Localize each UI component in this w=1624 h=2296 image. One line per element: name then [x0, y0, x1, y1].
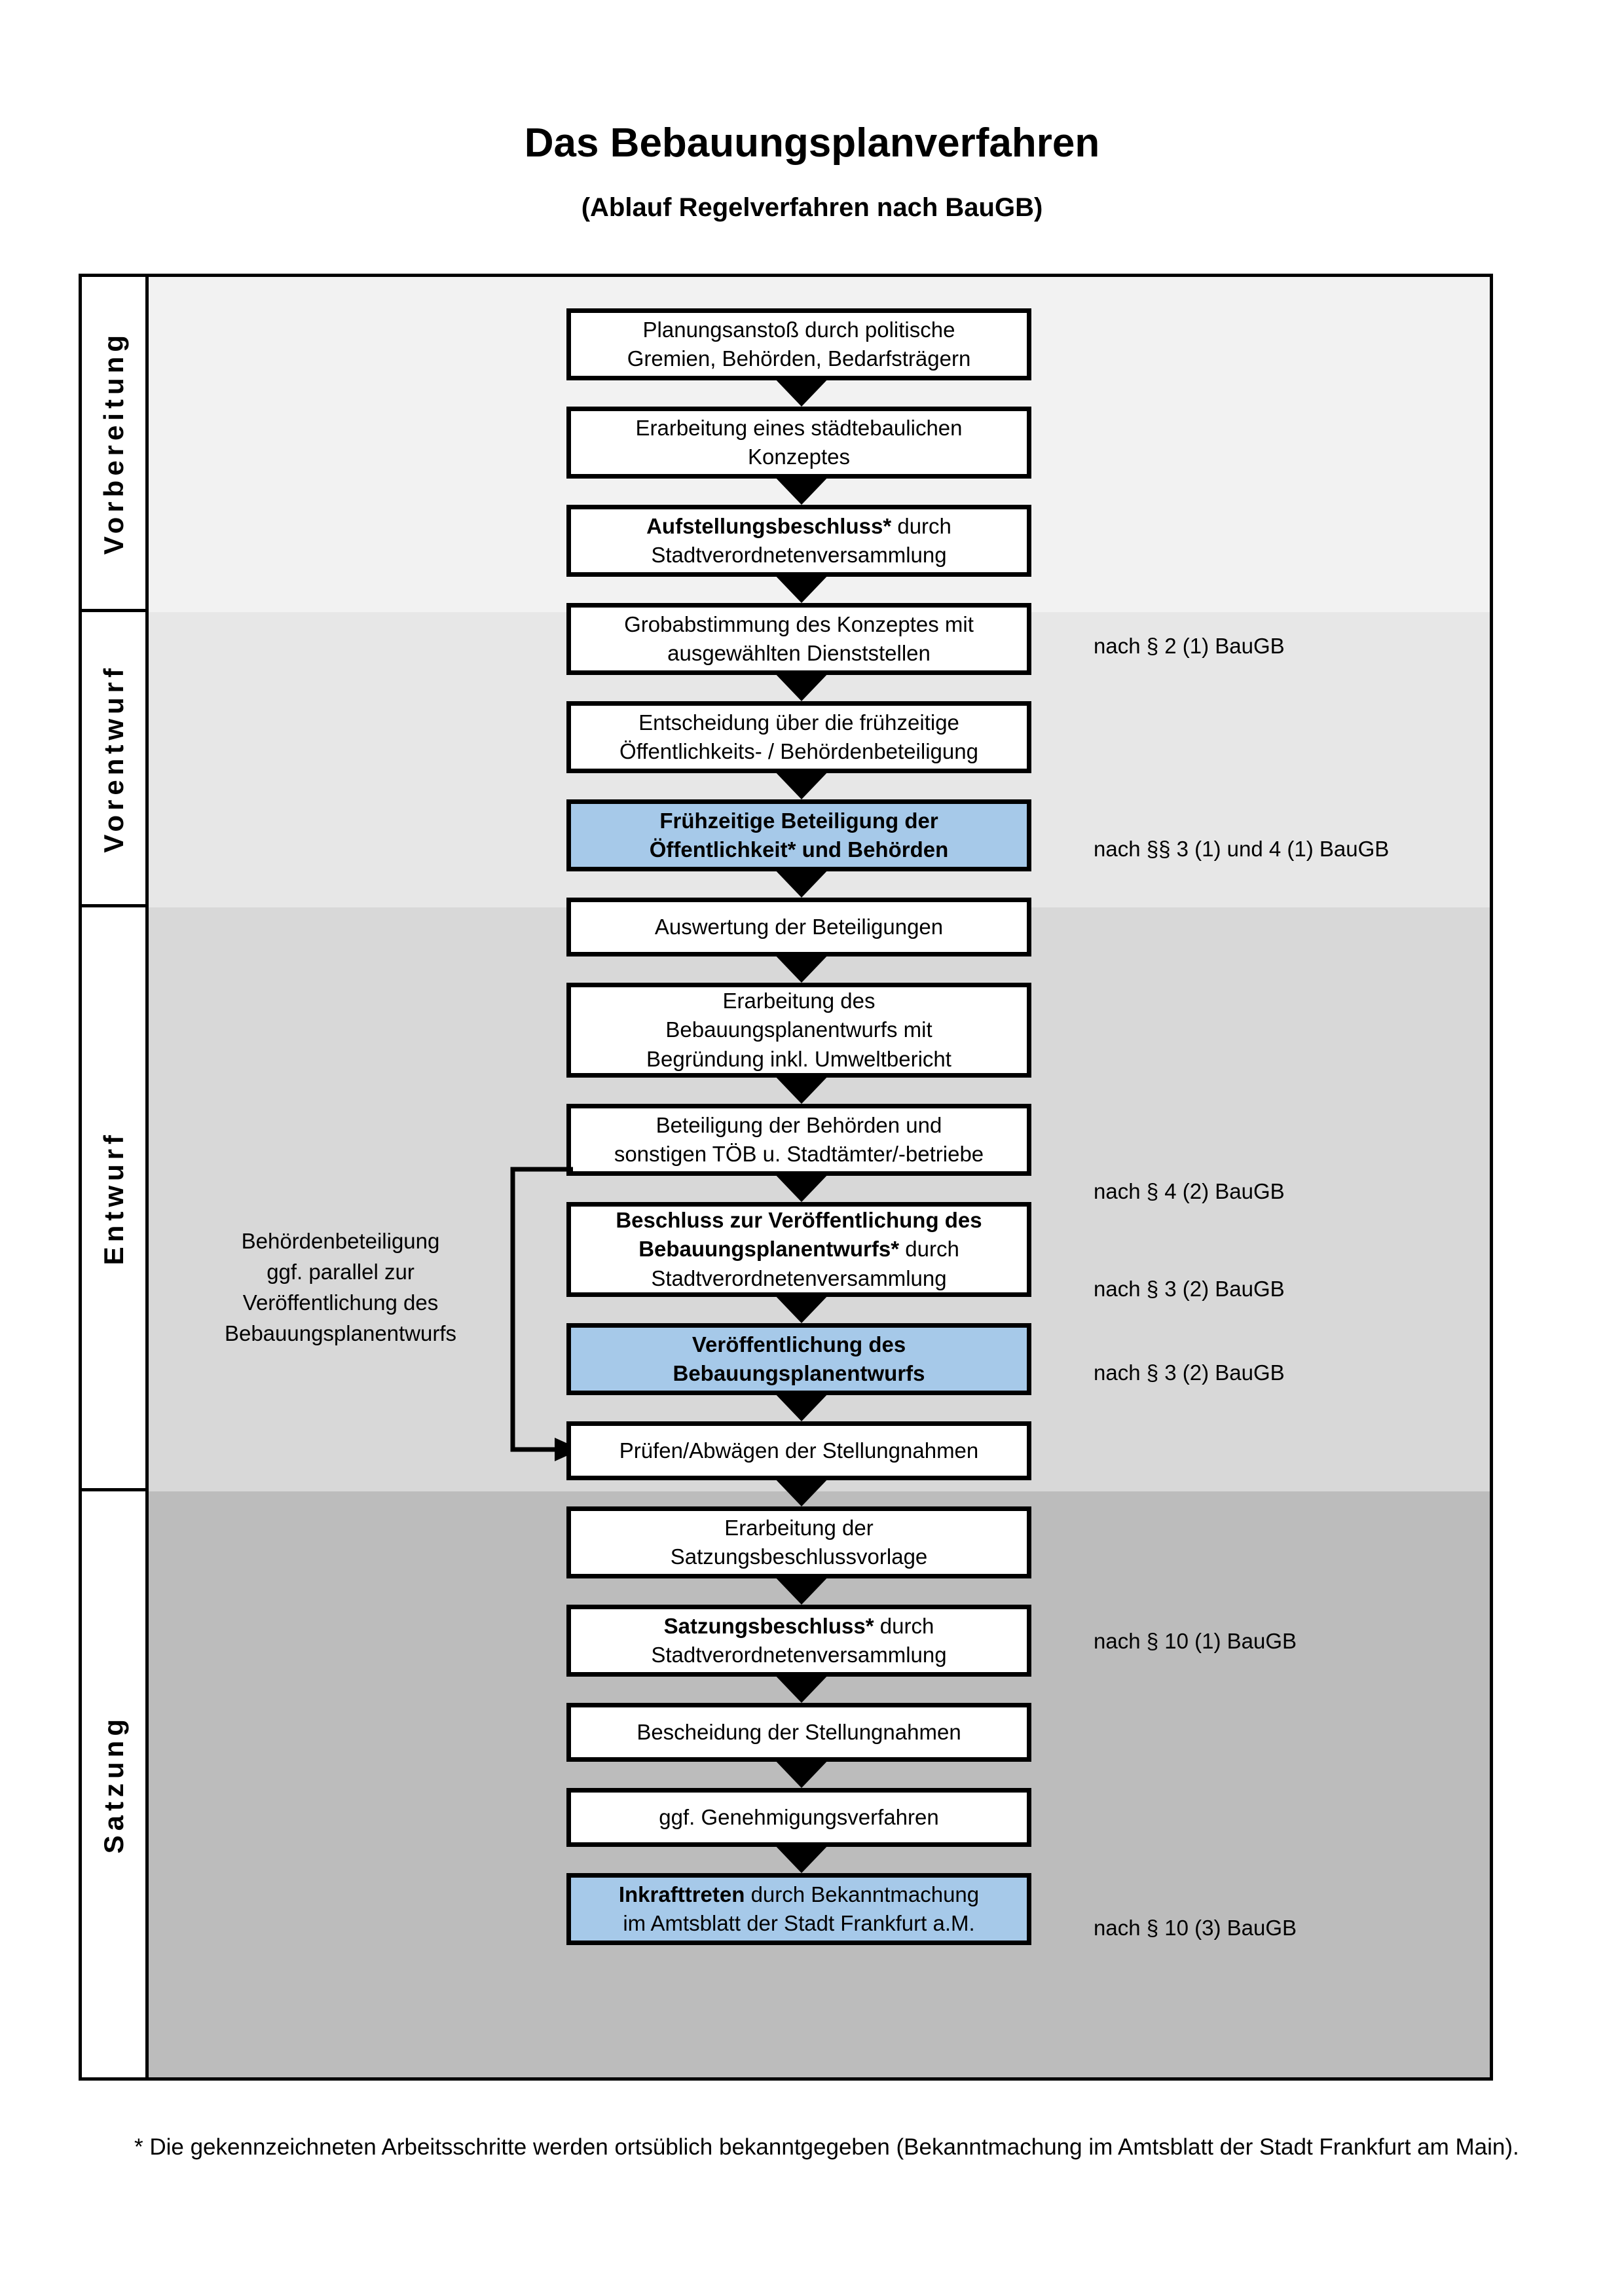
- node-line: durch Bekanntmachung: [745, 1882, 980, 1906]
- phase-label-text: Entwurf: [98, 1130, 129, 1266]
- phase-label-text: Satzung: [98, 1715, 129, 1854]
- arrow-down-icon: [773, 376, 830, 407]
- node-line: durch: [874, 1613, 934, 1638]
- node-line: Begründung inkl. Umweltbericht: [646, 1046, 951, 1071]
- node-line: im Amtsblatt der Stadt Frankfurt a.M.: [623, 1911, 975, 1935]
- node-line-bold: Beschluss zur Veröffentlichung des: [616, 1208, 982, 1233]
- node-line: durch: [891, 513, 951, 538]
- node-line: Öffentlichkeits- / Behördenbeteiligung: [619, 739, 978, 763]
- node-line-bold: Inkrafttreten: [618, 1882, 745, 1906]
- node-beschluss-veroeffentlichung[interactable]: Beschluss zur Veröffentlichung des Bebau…: [566, 1202, 1031, 1297]
- node-line: Frühzeitige Beteiligung der: [659, 808, 938, 833]
- legal-note-par-3-1-4-1: nach §§ 3 (1) und 4 (1) BauGB: [1094, 837, 1390, 861]
- arrow-down-icon: [773, 1172, 830, 1202]
- node-pruefen-abwaegen[interactable]: Prüfen/Abwägen der Stellungnahmen: [566, 1421, 1031, 1480]
- arrow-down-icon: [773, 1843, 830, 1873]
- phase-label-vorentwurf: Vorentwurf: [82, 612, 149, 907]
- node-line: Bescheidung der Stellungnahmen: [637, 1719, 961, 1744]
- node-line: Stadtverordnetenversammlung: [651, 1643, 947, 1667]
- legal-note-par-3-2-b: nach § 3 (2) BauGB: [1094, 1360, 1285, 1385]
- node-line: ggf. Genehmigungsverfahren: [659, 1804, 939, 1829]
- node-erarbeitung-bplan-entwurf[interactable]: Erarbeitung des Bebauungsplanentwurfs mi…: [566, 983, 1031, 1078]
- node-veroeffentlichung-bplan-entwurf[interactable]: Veröffentlichung des Bebauungsplanentwur…: [566, 1323, 1031, 1395]
- arrow-down-icon: [773, 867, 830, 898]
- legal-note-par-2-1: nach § 2 (1) BauGB: [1094, 634, 1285, 658]
- node-genehmigungsverfahren[interactable]: ggf. Genehmigungsverfahren: [566, 1788, 1031, 1847]
- node-line-bold: Satzungsbeschluss*: [663, 1613, 874, 1638]
- arrow-down-icon: [773, 769, 830, 799]
- arrow-down-icon: [773, 573, 830, 603]
- node-line: Planungsanstoß durch politische: [642, 317, 955, 342]
- page-title: Das Bebauungsplanverfahren: [524, 120, 1100, 166]
- arrow-down-icon: [773, 1575, 830, 1605]
- legal-note-par-10-1: nach § 10 (1) BauGB: [1094, 1629, 1297, 1653]
- node-line: Veröffentlichung des: [692, 1332, 906, 1357]
- arrow-down-icon: [773, 1293, 830, 1323]
- note-line: Veröffentlichung des: [242, 1290, 439, 1315]
- node-line: sonstigen TÖB u. Stadtämter/-betriebe: [614, 1142, 984, 1166]
- node-line: Öffentlichkeit* und Behörden: [649, 837, 949, 862]
- legal-note-par-4-2: nach § 4 (2) BauGB: [1094, 1179, 1285, 1203]
- arrow-down-icon: [773, 1758, 830, 1788]
- parallel-procedure-note: Behördenbeteiligung ggf. parallel zur Ve…: [187, 1226, 494, 1349]
- arrow-down-icon: [773, 1673, 830, 1703]
- node-bescheidung-stellungnahmen[interactable]: Bescheidung der Stellungnahmen: [566, 1703, 1031, 1762]
- node-line: Grobabstimmung des Konzeptes mit: [624, 611, 974, 636]
- note-line: Behördenbeteiligung: [241, 1229, 440, 1253]
- node-fruehzeitige-beteiligung[interactable]: Frühzeitige Beteiligung der Öffentlichke…: [566, 799, 1031, 871]
- node-line: Erarbeitung eines städtebaulichen: [635, 415, 963, 440]
- node-line: Erarbeitung der: [724, 1515, 874, 1540]
- node-erarbeitung-satzungsbeschlussvorlage[interactable]: Erarbeitung der Satzungsbeschlussvorlage: [566, 1506, 1031, 1578]
- legal-note-par-3-2-a: nach § 3 (2) BauGB: [1094, 1277, 1285, 1301]
- node-auswertung-beteiligungen[interactable]: Auswertung der Beteiligungen: [566, 898, 1031, 957]
- arrow-down-icon: [773, 1391, 830, 1421]
- node-line: Beteiligung der Behörden und: [655, 1112, 942, 1137]
- arrow-down-icon: [773, 1476, 830, 1506]
- note-line: ggf. parallel zur: [267, 1259, 415, 1284]
- node-aufstellungsbeschluss[interactable]: Aufstellungsbeschluss* durch Stadtverord…: [566, 505, 1031, 577]
- flowchart-frame: Vorbereitung Vorentwurf Entwurf Satzung …: [79, 274, 1493, 2081]
- footnote-text: * Die gekennzeichneten Arbeitsschritte w…: [134, 2134, 1519, 2160]
- node-grobabstimmung[interactable]: Grobabstimmung des Konzeptes mit ausgewä…: [566, 603, 1031, 675]
- node-line-bold: Aufstellungsbeschluss*: [646, 513, 892, 538]
- node-line: Bebauungsplanentwurfs mit: [665, 1017, 932, 1042]
- legal-note-par-10-3: nach § 10 (3) BauGB: [1094, 1916, 1297, 1940]
- node-line: ausgewählten Dienststellen: [667, 641, 931, 665]
- document-header: Das Bebauungsplanverfahren (Ablauf Regel…: [0, 0, 1624, 222]
- node-beteiligung-behoerden-toeb[interactable]: Beteiligung der Behörden und sonstigen T…: [566, 1104, 1031, 1176]
- node-line: Erarbeitung des: [722, 989, 876, 1013]
- phase-label-satzung: Satzung: [82, 1491, 149, 2077]
- node-line: Satzungsbeschlussvorlage: [670, 1544, 928, 1569]
- page-subtitle: (Ablauf Regelverfahren nach BauGB): [581, 193, 1043, 223]
- node-line: Prüfen/Abwägen der Stellungnahmen: [619, 1438, 979, 1463]
- arrow-down-icon: [773, 475, 830, 505]
- phase-label-text: Vorentwurf: [98, 663, 129, 853]
- node-line: Entscheidung über die frühzeitige: [638, 710, 959, 735]
- phase-label-vorbereitung: Vorbereitung: [82, 277, 149, 612]
- node-line: Stadtverordnetenversammlung: [651, 1266, 947, 1290]
- node-entscheidung-fruehzeitige-beteiligung[interactable]: Entscheidung über die frühzeitige Öffent…: [566, 701, 1031, 773]
- node-line: durch: [899, 1237, 959, 1262]
- node-line-bold: Bebauungsplanentwurfs*: [638, 1237, 900, 1262]
- node-inkrafttreten[interactable]: Inkrafttreten durch Bekanntmachung im Am…: [566, 1873, 1031, 1945]
- arrow-down-icon: [773, 1074, 830, 1104]
- node-line: Bebauungsplanentwurfs: [673, 1361, 925, 1385]
- phase-label-entwurf: Entwurf: [82, 907, 149, 1491]
- node-line: Auswertung der Beteiligungen: [654, 914, 944, 939]
- node-line: Konzeptes: [748, 445, 850, 469]
- node-satzungsbeschluss[interactable]: Satzungsbeschluss* durch Stadtverordnete…: [566, 1605, 1031, 1677]
- node-line: Gremien, Behörden, Bedarfsträgern: [627, 346, 971, 371]
- node-staedtebauliches-konzept[interactable]: Erarbeitung eines städtebaulichen Konzep…: [566, 407, 1031, 479]
- phase-label-text: Vorbereitung: [98, 331, 129, 555]
- note-line: Bebauungsplanentwurfs: [224, 1321, 457, 1345]
- node-line: Stadtverordnetenversammlung: [651, 543, 947, 567]
- arrow-down-icon: [773, 671, 830, 701]
- arrow-down-icon: [773, 953, 830, 983]
- node-planungsanstoss[interactable]: Planungsanstoß durch politische Gremien,…: [566, 308, 1031, 380]
